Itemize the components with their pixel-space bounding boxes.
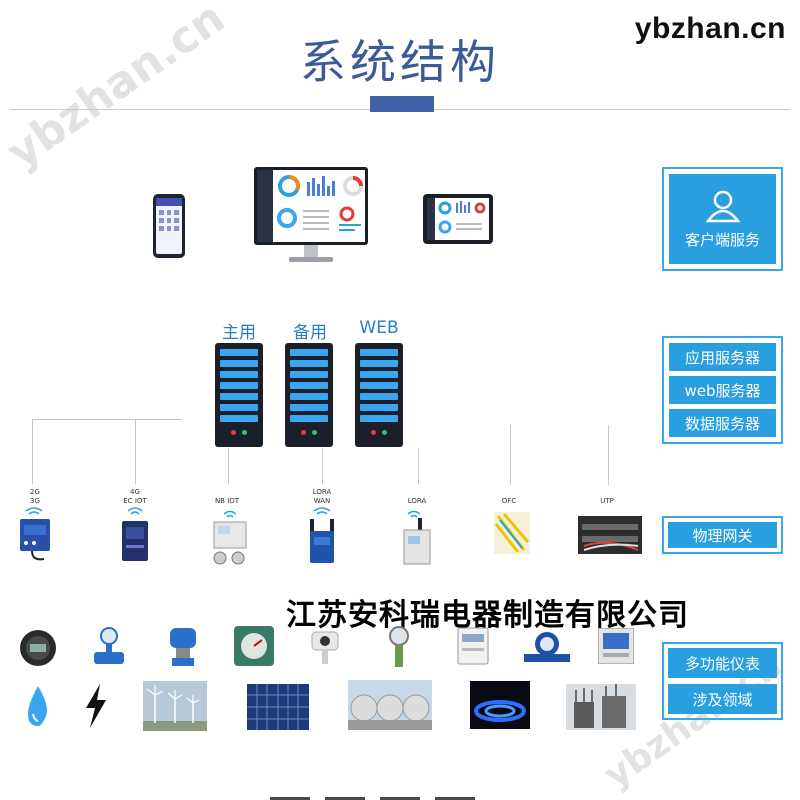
multifunction-meter-button[interactable]: 多功能仪表: [668, 648, 777, 678]
gateway-label-utp: UTP: [600, 497, 614, 505]
lora-gateway-icon: [403, 510, 431, 565]
app-server-button[interactable]: 应用服务器: [669, 343, 776, 371]
user-icon: [704, 190, 741, 222]
connector-line: [510, 425, 511, 485]
electric-meter-icon: [457, 627, 489, 665]
gas-tanks-icon: [348, 680, 432, 730]
server-layer-group: 应用服务器 web服务器 数据服务器: [662, 336, 783, 444]
client-layer-group: 客户端服务: [662, 167, 783, 271]
solar-panel-icon: [247, 684, 309, 730]
round-meter-icon: [20, 630, 56, 666]
connector-line: [322, 448, 323, 484]
gauge-meter-icon: [234, 626, 274, 666]
data-server-button[interactable]: 数据服务器: [669, 409, 776, 437]
connector-line: [32, 419, 33, 484]
dtu-gateway-icon: [20, 507, 50, 561]
server-rack-web: [355, 343, 403, 447]
power-analyzer-icon: [598, 628, 634, 664]
instrument-domain-group: 多功能仪表 涉及领域: [662, 642, 783, 720]
substation-icon: [566, 684, 636, 730]
client-service-button[interactable]: 客户端服务: [669, 174, 776, 264]
gateway-label-ofc: OFC: [501, 497, 517, 505]
server-label-backup: 备用: [293, 323, 327, 343]
server-label-web: WEB: [359, 318, 399, 338]
fiber-optic-icon: [494, 512, 530, 554]
wind-farm-icon: [143, 681, 207, 731]
connector-line: [608, 425, 609, 485]
physical-gateway-button[interactable]: 物理网关: [668, 522, 777, 548]
lorawan-gateway-icon: [310, 507, 334, 563]
water-drop-icon: [28, 686, 47, 726]
flow-meter-icon: [94, 627, 124, 664]
server-rack-backup: [285, 343, 333, 447]
page-title: 系统结构: [300, 35, 500, 89]
tablet-device: [423, 194, 493, 244]
connector-line: [32, 419, 182, 420]
temperature-transmitter-icon: [389, 626, 409, 667]
gateway-layer-group: 物理网关: [662, 516, 783, 554]
nbiot-gateway-icon: [213, 510, 247, 565]
server-rack-primary: [215, 343, 263, 447]
pressure-transmitter-icon: [170, 628, 196, 666]
camera-sensor-icon: [311, 631, 339, 664]
bottom-cropped-text: [270, 790, 550, 800]
dashboard-charts-icon: [277, 175, 363, 231]
connector-line: [228, 448, 229, 484]
lightning-icon: [86, 684, 106, 728]
4g-gateway-icon: [122, 507, 148, 561]
gateway-label-nbiot: NB IOT: [214, 497, 240, 505]
brand-logo-text: ybzhan.cn: [634, 12, 786, 45]
gateway-label-lora: LORA: [407, 497, 427, 505]
connector-line: [135, 419, 136, 484]
client-service-label: 客户端服务: [684, 230, 760, 249]
utp-switch-icon: [578, 516, 642, 554]
connector-line: [418, 448, 419, 484]
phone-device: [153, 194, 185, 258]
desktop-monitor: [254, 167, 368, 265]
water-meter-icon: [524, 632, 570, 662]
company-name-overlay: 江苏安科瑞电器制造有限公司: [286, 598, 689, 633]
gas-flame-icon: [470, 681, 530, 729]
title-accent-bar: [370, 96, 434, 112]
server-label-primary: 主用: [222, 323, 256, 343]
application-domain-button[interactable]: 涉及领域: [668, 684, 777, 714]
web-server-button[interactable]: web服务器: [669, 376, 776, 404]
